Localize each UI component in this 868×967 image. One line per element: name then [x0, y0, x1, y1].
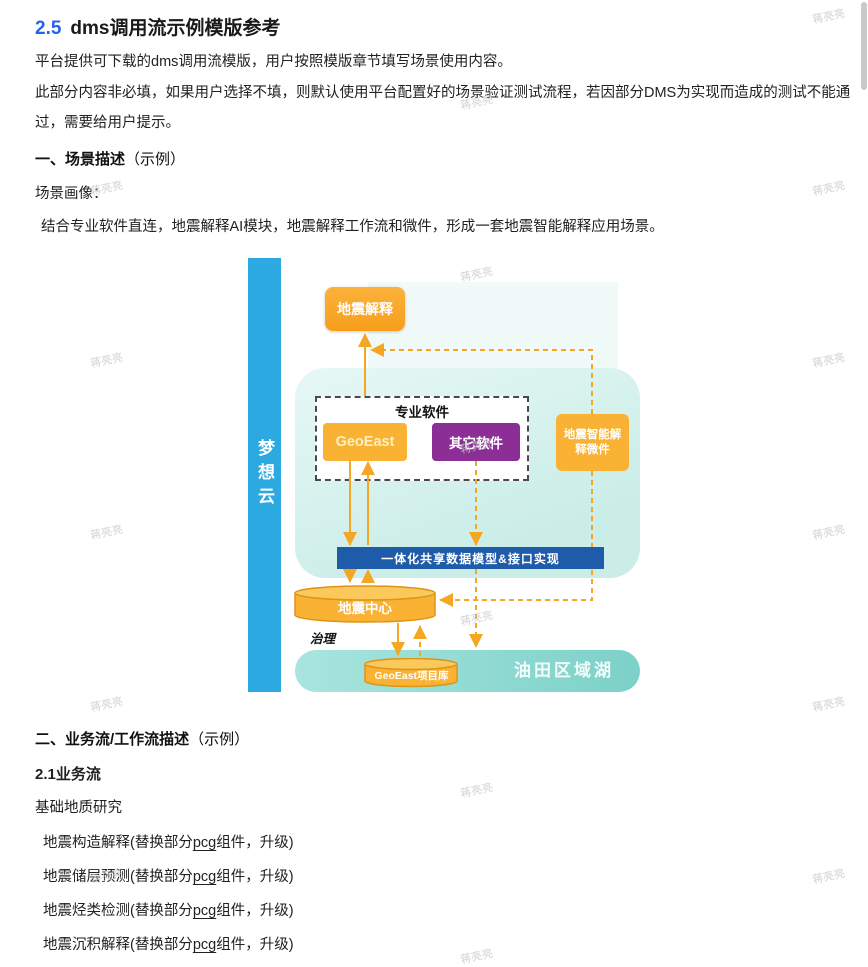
section-scene-suffix: （示例）: [125, 151, 186, 168]
watermark: 蒋亮亮: [459, 781, 495, 801]
data-model-bar: 一体化共享数据模型&接口实现: [337, 547, 604, 569]
workflow-item-pcg: pcg: [192, 937, 217, 953]
diagram-backdrop: [368, 282, 618, 370]
workflow-item: 地震储层预测(替换部分pcg组件，升级): [43, 865, 294, 886]
watermark: 蒋亮亮: [811, 351, 847, 371]
watermark: 蒋亮亮: [89, 695, 125, 715]
watermark: 蒋亮亮: [811, 523, 847, 543]
section-number: 2.5: [35, 18, 62, 39]
section-title-text: dms调用流示例模版参考: [70, 18, 281, 39]
workflow-item-text: 组件，升级): [216, 869, 294, 885]
workflow-item-text: 组件，升级): [216, 903, 294, 919]
interpretation-widget-box: 地震智能解释微件: [556, 414, 629, 471]
seismic-interpretation-box: 地震解释: [325, 287, 405, 331]
workflow-item-text: 组件，升级): [216, 835, 294, 851]
cylinder-shape: [364, 657, 458, 688]
page-title: 2.5 dms调用流示例模版参考: [35, 13, 281, 40]
subsection-business-flow: 2.1业务流: [35, 766, 101, 783]
oilfield-lake-bar: 油田区域湖: [295, 650, 640, 692]
workflow-item-text: 地震沉积解释(替换部分: [43, 937, 193, 953]
workflow-item-text: 地震烃类检测(替换部分: [43, 903, 193, 919]
section-workflow-suffix: （示例）: [189, 731, 250, 748]
scrollbar-thumb[interactable]: [861, 2, 867, 90]
workflow-item-pcg: pcg: [192, 903, 217, 919]
section-workflow-heading: 二、业务流/工作流描述（示例）: [35, 728, 249, 749]
watermark: 蒋亮亮: [811, 179, 847, 199]
section-scene-title: 一、场景描述: [35, 151, 126, 168]
seismic-center-label: 地震中心: [338, 601, 392, 616]
cylinder-shape: [294, 585, 436, 623]
workflow-item: 地震烃类检测(替换部分pcg组件，升级): [43, 899, 294, 920]
architecture-diagram: 油田区域湖 专业软件 地震解释 GeoEast 其它软件 地震智能解释微件 一体…: [248, 258, 645, 695]
scene-description: 结合专业软件直连，地震解释AI模块，地震解释工作流和微件，形成一套地震智能解释应…: [41, 219, 664, 235]
workflow-item: 地震构造解释(替换部分pcg组件，升级): [43, 831, 294, 852]
scene-portrait-label: 场景画像：: [35, 186, 108, 202]
platform-label: 梦想云: [255, 439, 274, 511]
watermark: 蒋亮亮: [89, 351, 125, 371]
watermark: 蒋亮亮: [811, 695, 847, 715]
watermark: 蒋亮亮: [811, 867, 847, 887]
workflow-item: 地震沉积解释(替换部分pcg组件，升级): [43, 933, 294, 954]
platform-bar: 梦想云: [248, 258, 281, 692]
workflow-item-pcg: pcg: [192, 835, 217, 851]
seismic-center-db: 地震中心: [294, 585, 436, 623]
research-label: 基础地质研究: [35, 800, 122, 816]
other-software-box: 其它软件: [432, 423, 520, 461]
workflow-item-text: 组件，升级): [216, 937, 294, 953]
intro-paragraph: 平台提供可下载的dms调用流模版，用户按照模版章节填写场景使用内容。: [35, 54, 512, 70]
note-paragraph: 此部分内容非必填，如果用户选择不填，则默认使用平台配置好的场景验证测试流程，若因…: [35, 85, 851, 131]
section-workflow-title: 二、业务流/工作流描述: [35, 731, 190, 748]
oilfield-lake-label: 油田区域湖: [514, 661, 614, 680]
watermark: 蒋亮亮: [811, 7, 847, 27]
project-db-label: GeoEast项目库: [374, 670, 449, 682]
section-scene-heading: 一、场景描述（示例）: [35, 148, 185, 169]
governance-label: 治理: [310, 632, 336, 646]
workflow-item-pcg: pcg: [192, 869, 217, 885]
geoeast-box: GeoEast: [323, 423, 407, 461]
software-group-label: 专业软件: [395, 405, 449, 420]
workflow-item-text: 地震储层预测(替换部分: [43, 869, 193, 885]
workflow-item-text: 地震构造解释(替换部分: [43, 835, 193, 851]
project-db: GeoEast项目库: [364, 657, 459, 688]
watermark: 蒋亮亮: [459, 947, 495, 967]
watermark: 蒋亮亮: [89, 523, 125, 543]
